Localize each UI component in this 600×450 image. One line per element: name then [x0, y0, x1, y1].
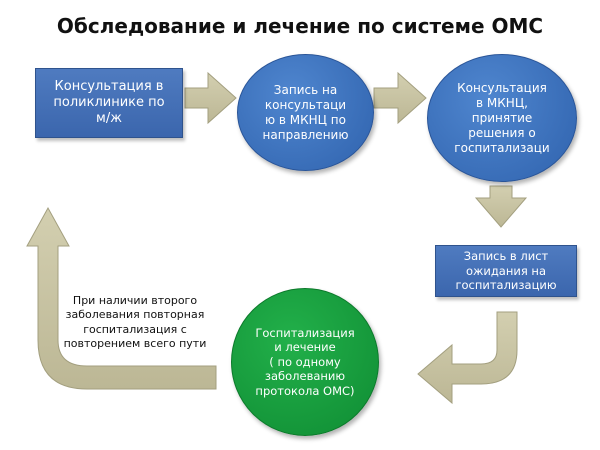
arrow-down	[474, 185, 528, 228]
arrow-right-1	[184, 71, 237, 125]
step-consultation-mknc: Консультация в МКНЦ, принятие решения о …	[427, 54, 577, 182]
step-hospitalization: Госпитализация и лечение ( по одному заб…	[231, 288, 379, 436]
arrow-right-2	[373, 71, 427, 125]
step-waiting-list: Запись в лист ожидания на госпитализацию	[435, 245, 577, 297]
step-appointment-mknc: Запись на консультаци ю в МКНЦ по направ…	[237, 54, 374, 171]
arrow-curved-to-hospital	[417, 311, 518, 405]
step-consultation-polyclinic: Консультация в поликлинике по м/ж	[35, 68, 183, 138]
arrow-return-up	[26, 206, 217, 390]
page-title: Обследование и лечение по системе ОМС	[56, 14, 544, 38]
repeat-hospitalization-note: При наличии второго заболевания повторна…	[63, 294, 207, 350]
